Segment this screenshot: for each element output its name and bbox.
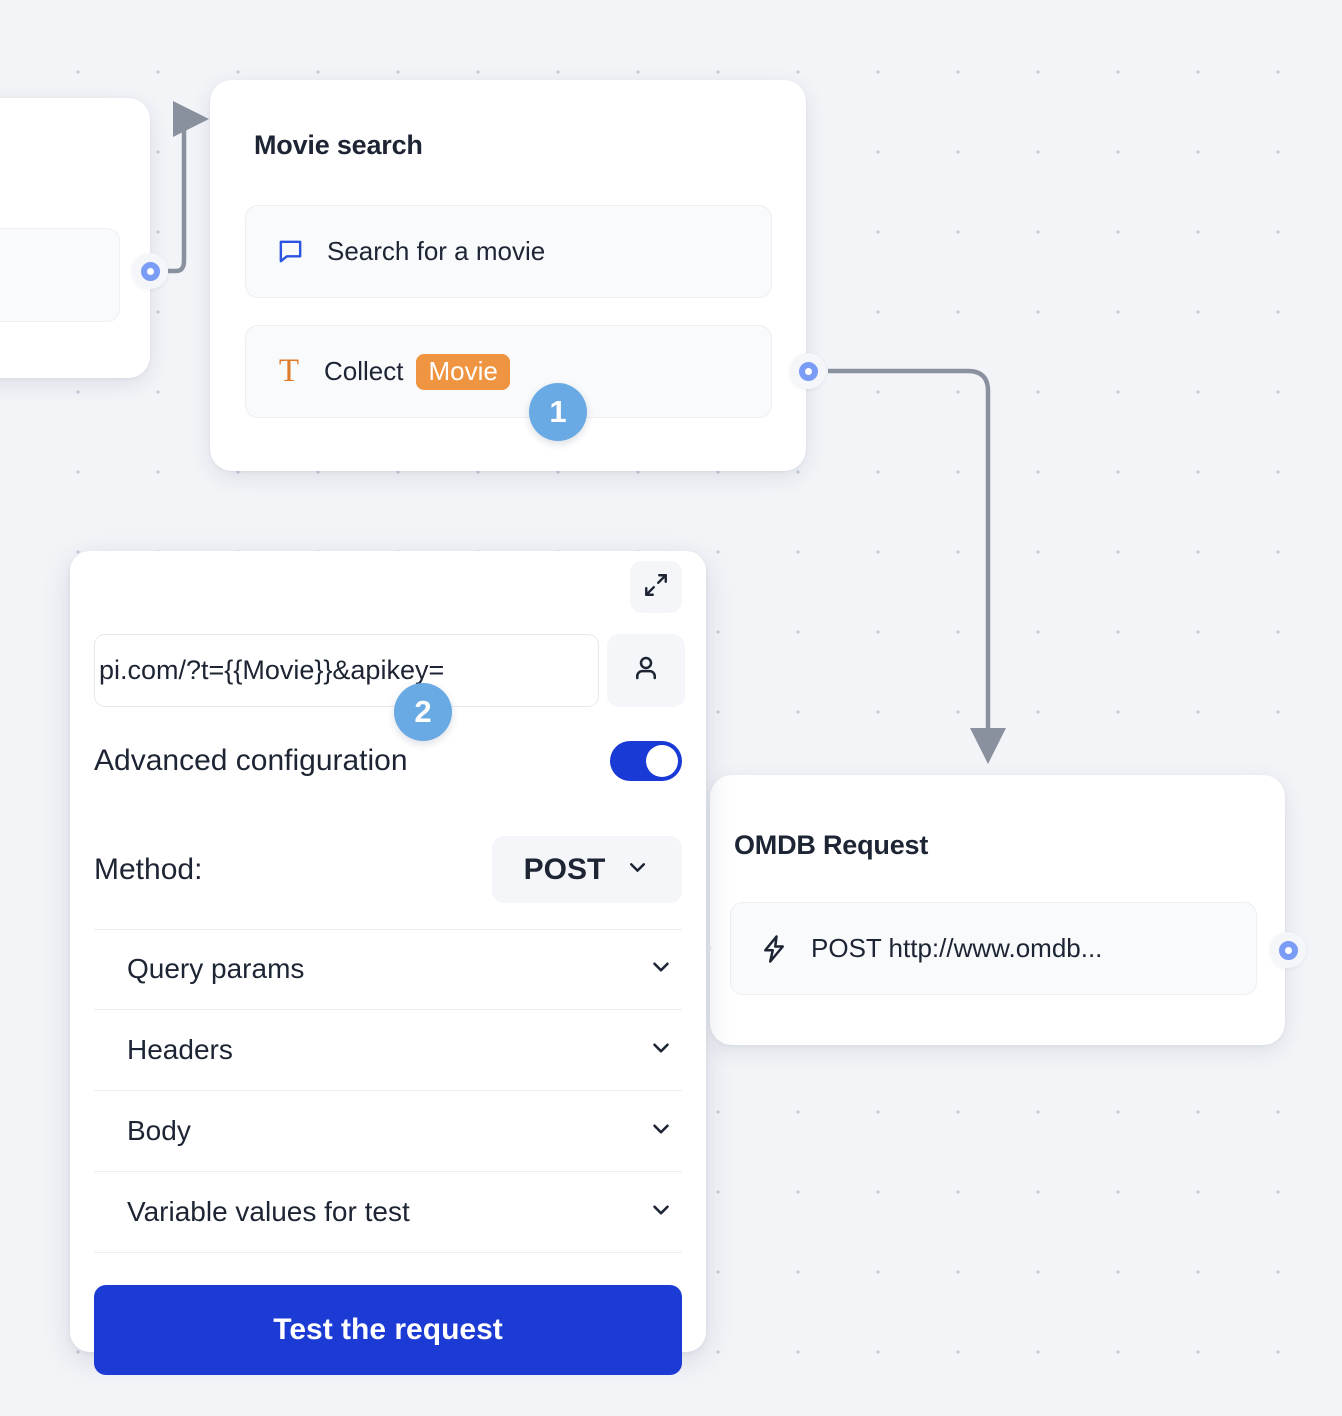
method-label: Method: — [94, 852, 203, 886]
section-label: Headers — [127, 1034, 233, 1065]
expand-diagonal-icon — [643, 572, 669, 603]
step-badge-2: 2 — [394, 683, 452, 741]
request-config-panel[interactable]: Advanced configuration Method: POST Quer… — [70, 551, 706, 1352]
method-select[interactable]: POST — [492, 836, 682, 903]
advanced-configuration-toggle[interactable] — [610, 741, 682, 781]
method-row: Method: POST — [94, 836, 682, 930]
chevron-down-icon — [648, 954, 674, 985]
section-body[interactable]: Body — [94, 1091, 682, 1172]
node-title-omdb-request: OMDB Request — [734, 830, 929, 860]
toggle-knob — [646, 745, 678, 777]
connection-handle-movie-search-output[interactable] — [790, 353, 826, 389]
chevron-down-icon — [648, 1035, 674, 1066]
section-headers[interactable]: Headers — [94, 1010, 682, 1091]
person-icon — [631, 653, 661, 688]
node-card-partial[interactable] — [0, 98, 150, 378]
lightning-bolt-icon — [759, 934, 789, 964]
section-query-params[interactable]: Query params — [94, 929, 682, 1010]
node-card-movie-search[interactable]: Movie search Search for a movie T Collec… — [210, 80, 806, 471]
section-label: Body — [127, 1115, 191, 1146]
url-input-group[interactable] — [94, 634, 685, 707]
node-row-partial[interactable] — [0, 228, 120, 322]
chevron-down-icon — [625, 855, 650, 885]
node-card-omdb-request[interactable]: OMDB Request POST http://www.omdb... — [710, 775, 1285, 1045]
request-url-input[interactable] — [94, 634, 599, 707]
node-row-label: Search for a movie — [327, 236, 546, 266]
step-badge-1: 1 — [529, 383, 587, 441]
section-label: Query params — [127, 953, 305, 984]
variable-chip-movie[interactable]: Movie — [416, 353, 510, 390]
connection-handle-source-left[interactable] — [132, 253, 168, 289]
method-selected-value: POST — [523, 852, 606, 886]
config-sections-list: Query params Headers Body Variable value… — [94, 929, 682, 1253]
personalize-variable-button[interactable] — [607, 634, 685, 707]
node-title-movie-search: Movie search — [254, 130, 423, 160]
node-row-label: Collect — [324, 356, 404, 386]
advanced-configuration-row[interactable]: Advanced configuration — [94, 741, 682, 781]
test-the-request-button[interactable]: Test the request — [94, 1285, 682, 1375]
chevron-down-icon — [648, 1116, 674, 1147]
section-variable-values-for-test[interactable]: Variable values for test — [94, 1172, 682, 1253]
chat-bubble-icon — [276, 237, 305, 266]
chevron-down-icon — [648, 1197, 674, 1228]
node-row-post-request[interactable]: POST http://www.omdb... — [730, 902, 1257, 995]
advanced-configuration-label: Advanced configuration — [94, 744, 408, 777]
node-row-collect-movie[interactable]: T Collect Movie — [245, 325, 772, 418]
text-type-icon: T — [278, 353, 300, 389]
node-row-search-for-a-movie[interactable]: Search for a movie — [245, 205, 772, 298]
connection-handle-omdb-output[interactable] — [1270, 932, 1306, 968]
section-label: Variable values for test — [127, 1196, 410, 1227]
node-row-label: POST http://www.omdb... — [811, 933, 1103, 963]
expand-panel-button[interactable] — [630, 561, 682, 613]
